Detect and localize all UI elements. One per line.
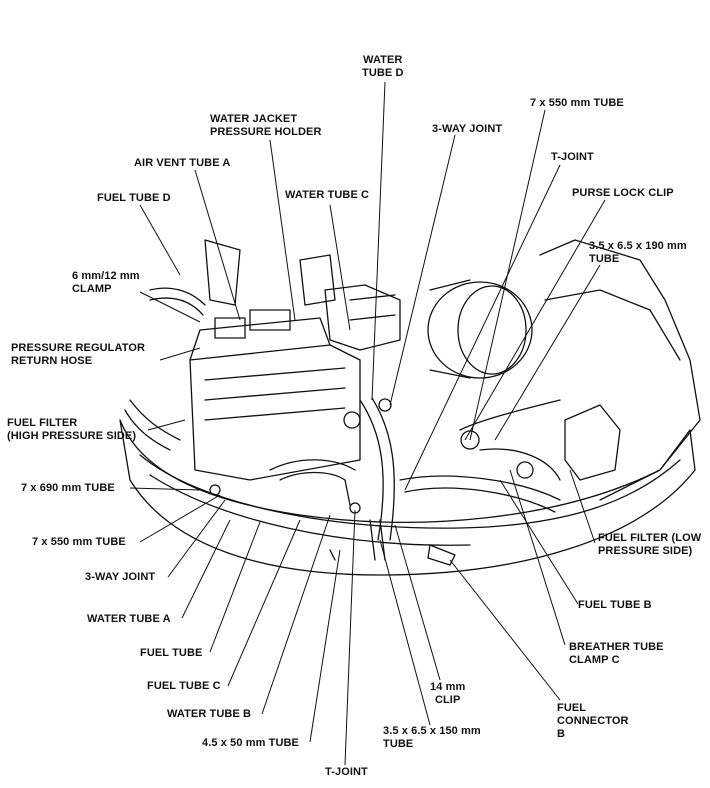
leader-3way-top	[389, 134, 456, 406]
label-7x550-tube-top: 7 x 550 mm TUBE	[530, 97, 624, 109]
leader-14mm	[394, 524, 441, 681]
leader-fuel-filter-high	[147, 419, 186, 431]
leader-lines	[129, 81, 606, 766]
label-water-tube-b: WATER TUBE B	[167, 708, 252, 720]
fuel-block	[189, 344, 361, 481]
leader-7x550-left	[139, 494, 221, 543]
fuel-tube-right	[399, 475, 561, 501]
leader-fuel-tube-b	[499, 479, 579, 605]
label-fuel-tube-c: FUEL TUBE C	[147, 680, 221, 692]
hose-lower	[279, 471, 351, 506]
leader-fuel-tube	[209, 521, 261, 653]
leader-fuel-tube-d	[139, 204, 181, 276]
engine-housing	[539, 239, 701, 501]
label-fuel-tube-b: FUEL TUBE B	[578, 599, 652, 611]
label-3-way-joint-top: 3-WAY JOINT	[432, 123, 503, 135]
leader-water-tube-c	[329, 204, 351, 331]
label-fuel-filter-high-pressure: FUEL FILTER(HIGH PRESSURE SIDE)	[7, 417, 137, 442]
leader-4-5x50	[309, 549, 341, 743]
leader-water-jacket	[269, 139, 296, 321]
label-fuel-tube-d: FUEL TUBE D	[97, 192, 171, 204]
water-tube	[359, 399, 384, 541]
label-t-joint-bottom: T-JOINT	[325, 766, 368, 778]
label-3-way-joint-left: 3-WAY JOINT	[85, 571, 156, 583]
label-t-joint-top: T-JOINT	[551, 151, 594, 163]
leader-water-tube-b	[261, 514, 331, 715]
leader-7x690	[129, 487, 201, 491]
leader-fuel-tube-c	[227, 519, 301, 687]
leader-air-vent	[194, 169, 241, 321]
leader-clamp	[139, 291, 201, 323]
oil-filter	[427, 281, 533, 379]
leader-purse-lock	[464, 199, 606, 441]
label-7x690-tube: 7 x 690 mm TUBE	[21, 482, 115, 494]
leader-water-tube-a	[181, 519, 231, 619]
leader-t-joint-top	[404, 164, 561, 491]
leader-190-tube	[494, 264, 601, 441]
leader-fuel-connector	[449, 559, 561, 701]
leader-water-tube-d	[371, 81, 386, 401]
leader-breather	[509, 469, 566, 646]
leader-pressure-regulator	[159, 347, 201, 361]
leader-fuel-filter-low	[569, 469, 596, 544]
leader-150-tube	[379, 539, 431, 726]
label-air-vent-tube-a: AIR VENT TUBE A	[134, 157, 231, 169]
hose-left	[149, 287, 206, 306]
leader-t-joint-bottom	[344, 509, 356, 766]
label-water-tube-c: WATER TUBE C	[285, 189, 370, 201]
label-4-5x50-tube: 4.5 x 50 mm TUBE	[202, 737, 299, 749]
leader-3way-left	[167, 499, 226, 578]
label-7x550-tube-left: 7 x 550 mm TUBE	[32, 536, 126, 548]
label-water-tube-a: WATER TUBE A	[87, 613, 171, 625]
label-fuel-tube: FUEL TUBE	[140, 647, 203, 659]
label-purse-lock-clip: PURSE LOCK CLIP	[572, 187, 674, 199]
